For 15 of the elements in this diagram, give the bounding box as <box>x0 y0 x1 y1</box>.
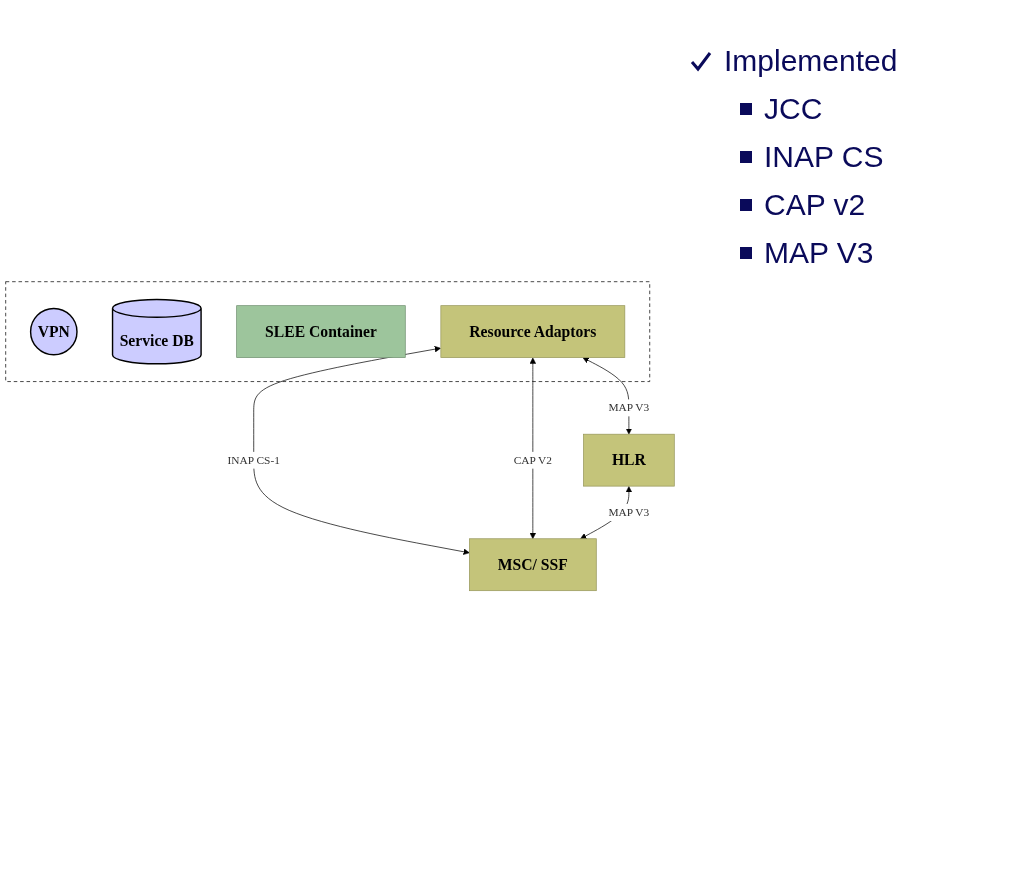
node-box: MSC/ SSF <box>469 538 597 591</box>
list-item: INAP CS <box>764 140 884 174</box>
node-box: Resource Adaptors <box>440 305 626 358</box>
edge-label: MAP V3 <box>608 401 650 414</box>
node-box: HLR <box>583 433 675 487</box>
cluster <box>5 281 651 382</box>
edge-label: MAP V3 <box>608 505 650 518</box>
edge-label: INAP CS-1 <box>227 453 280 466</box>
list-item: MAP V3 <box>764 236 874 270</box>
list-item: CAP v2 <box>764 188 866 222</box>
node-circle: VPN <box>29 307 78 356</box>
list-item: JCC <box>764 92 823 126</box>
list-heading: Implemented <box>724 44 898 78</box>
edge-label: CAP V2 <box>513 453 552 466</box>
node-box: SLEE Container <box>236 305 406 358</box>
